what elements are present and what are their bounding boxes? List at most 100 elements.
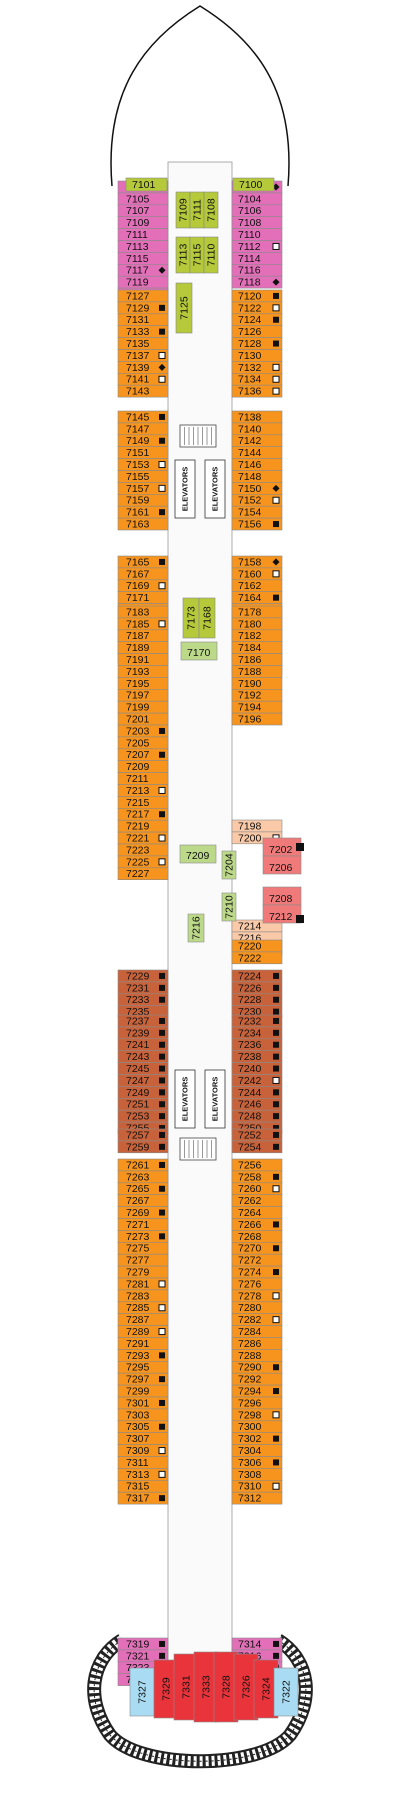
cabin-7276[interactable]: 7276 xyxy=(231,1277,283,1290)
cabin-7223[interactable]: 7223 xyxy=(117,843,169,856)
cabin-7252[interactable]: 7252 xyxy=(231,1128,283,1141)
cabin-7206-cell[interactable] xyxy=(262,855,302,875)
cabin-7187[interactable]: 7187 xyxy=(117,629,169,642)
cabin-7243[interactable]: 7243 xyxy=(117,1050,169,1063)
cabin-7220[interactable]: 7220 xyxy=(231,939,283,952)
cabin-7261[interactable]: 7261 xyxy=(117,1158,169,1171)
cabin-7110[interactable]: 7110 xyxy=(203,236,219,274)
cabin-7165[interactable]: 7165 xyxy=(117,555,169,568)
cabin-7196-cell[interactable] xyxy=(231,712,283,726)
cabin-7118-cell[interactable] xyxy=(231,275,283,289)
cabin-7274[interactable]: 7274 xyxy=(231,1265,283,1279)
cabin-7147[interactable]: 7147 xyxy=(117,422,169,435)
cabin-7100[interactable]: 7100 xyxy=(232,177,275,192)
cabin-7136[interactable]: 7136 xyxy=(231,384,283,398)
cabin-7134[interactable]: 7134 xyxy=(231,372,283,386)
cabin-7292[interactable]: 7292 xyxy=(231,1372,283,1386)
cabin-7126[interactable]: 7126 xyxy=(231,325,283,338)
cabin-7109[interactable]: 7109 xyxy=(175,191,191,229)
cabin-7313[interactable]: 7313 xyxy=(117,1468,169,1481)
cabin-7115[interactable]: 7115 xyxy=(117,252,169,265)
cabin-7212-cell[interactable] xyxy=(262,904,302,924)
cabin-7303[interactable]: 7303 xyxy=(117,1408,169,1421)
cabin-7153[interactable]: 7153 xyxy=(117,458,169,471)
cabin-7272[interactable]: 7272 xyxy=(231,1253,283,1267)
cabin-7101[interactable]: 7101 xyxy=(125,177,168,192)
cabin-7204[interactable]: 7204 xyxy=(221,850,237,880)
cabin-7104[interactable]: 7104 xyxy=(231,192,283,205)
cabin-7120[interactable]: 7120 xyxy=(231,289,283,302)
cabin-7168-cell[interactable] xyxy=(198,597,216,639)
cabin-7227[interactable]: 7227 xyxy=(117,867,169,880)
cabin-7142[interactable]: 7142 xyxy=(231,434,283,447)
cabin-7289[interactable]: 7289 xyxy=(117,1325,169,1338)
cabin-7254[interactable]: 7254 xyxy=(231,1140,283,1154)
cabin-7129[interactable]: 7129 xyxy=(117,301,169,314)
cabin-7278[interactable]: 7278 xyxy=(231,1289,283,1302)
cabin-7196[interactable]: 7196 xyxy=(231,712,283,726)
cabin-7263[interactable]: 7263 xyxy=(117,1170,169,1183)
cabin-7148[interactable]: 7148 xyxy=(231,470,283,483)
cabin-7229[interactable]: 7229 xyxy=(117,969,169,982)
cabin-7151[interactable]: 7151 xyxy=(117,446,169,459)
cabin-7150[interactable]: 7150 xyxy=(231,482,283,495)
cabin-7265[interactable]: 7265 xyxy=(117,1182,169,1195)
cabin-7111[interactable]: 7111 xyxy=(189,191,205,229)
cabin-7228[interactable]: 7228 xyxy=(231,993,283,1006)
cabin-7108[interactable]: 7108 xyxy=(203,191,219,229)
cabin-7286[interactable]: 7286 xyxy=(231,1337,283,1350)
cabin-7283[interactable]: 7283 xyxy=(117,1289,169,1302)
cabin-7222-cell[interactable] xyxy=(231,951,283,965)
cabin-7240[interactable]: 7240 xyxy=(231,1062,283,1075)
cabin-7273[interactable]: 7273 xyxy=(117,1230,169,1243)
cabin-7246[interactable]: 7246 xyxy=(231,1098,283,1111)
cabin-7157[interactable]: 7157 xyxy=(117,482,169,495)
cabin-7193[interactable]: 7193 xyxy=(117,665,169,678)
cabin-7239[interactable]: 7239 xyxy=(117,1026,169,1039)
cabin-7192[interactable]: 7192 xyxy=(231,688,283,702)
cabin-7186[interactable]: 7186 xyxy=(231,653,283,666)
cabin-7256[interactable]: 7256 xyxy=(231,1158,283,1171)
cabin-7128[interactable]: 7128 xyxy=(231,337,283,350)
cabin-7217[interactable]: 7217 xyxy=(117,807,169,821)
cabin-7264[interactable]: 7264 xyxy=(231,1206,283,1219)
cabin-7117[interactable]: 7117 xyxy=(117,263,169,277)
cabin-7247[interactable]: 7247 xyxy=(117,1074,169,1087)
cabin-7158[interactable]: 7158 xyxy=(231,555,283,568)
cabin-7322[interactable]: 7322 xyxy=(273,1667,299,1717)
cabin-7201[interactable]: 7201 xyxy=(117,712,169,726)
cabin-7297[interactable]: 7297 xyxy=(117,1372,169,1386)
cabin-7164[interactable]: 7164 xyxy=(231,591,283,604)
cabin-7295[interactable]: 7295 xyxy=(117,1361,169,1374)
cabin-7225[interactable]: 7225 xyxy=(117,855,169,868)
cabin-7101-cell[interactable] xyxy=(125,177,168,192)
cabin-7161[interactable]: 7161 xyxy=(117,505,169,519)
cabin-7113[interactable]: 7113 xyxy=(175,236,191,274)
cabin-7226[interactable]: 7226 xyxy=(231,981,283,994)
cabin-7122[interactable]: 7122 xyxy=(231,301,283,314)
cabin-7254-cell[interactable] xyxy=(231,1140,283,1154)
cabin-7231[interactable]: 7231 xyxy=(117,981,169,994)
cabin-7127[interactable]: 7127 xyxy=(117,289,169,302)
cabin-7133[interactable]: 7133 xyxy=(117,325,169,338)
cabin-7327[interactable]: 7327 xyxy=(129,1667,155,1717)
cabin-7204-cell[interactable] xyxy=(221,850,237,880)
cabin-7139[interactable]: 7139 xyxy=(117,361,169,374)
cabin-7280[interactable]: 7280 xyxy=(231,1301,283,1314)
cabin-7238[interactable]: 7238 xyxy=(231,1050,283,1063)
cabin-7168[interactable]: 7168 xyxy=(198,597,216,639)
cabin-7299[interactable]: 7299 xyxy=(117,1384,169,1398)
cabin-7233[interactable]: 7233 xyxy=(117,993,169,1006)
cabin-7317-cell[interactable] xyxy=(117,1491,169,1505)
cabin-7195[interactable]: 7195 xyxy=(117,677,169,690)
cabin-7271[interactable]: 7271 xyxy=(117,1218,169,1231)
cabin-7100-cell[interactable] xyxy=(232,177,275,192)
cabin-7160[interactable]: 7160 xyxy=(231,567,283,580)
cabin-7107[interactable]: 7107 xyxy=(117,204,169,217)
cabin-7152[interactable]: 7152 xyxy=(231,493,283,507)
cabin-7241[interactable]: 7241 xyxy=(117,1038,169,1051)
cabin-7137[interactable]: 7137 xyxy=(117,349,169,362)
cabin-7317[interactable]: 7317 xyxy=(117,1491,169,1505)
cabin-7308[interactable]: 7308 xyxy=(231,1468,283,1481)
cabin-7184[interactable]: 7184 xyxy=(231,641,283,654)
